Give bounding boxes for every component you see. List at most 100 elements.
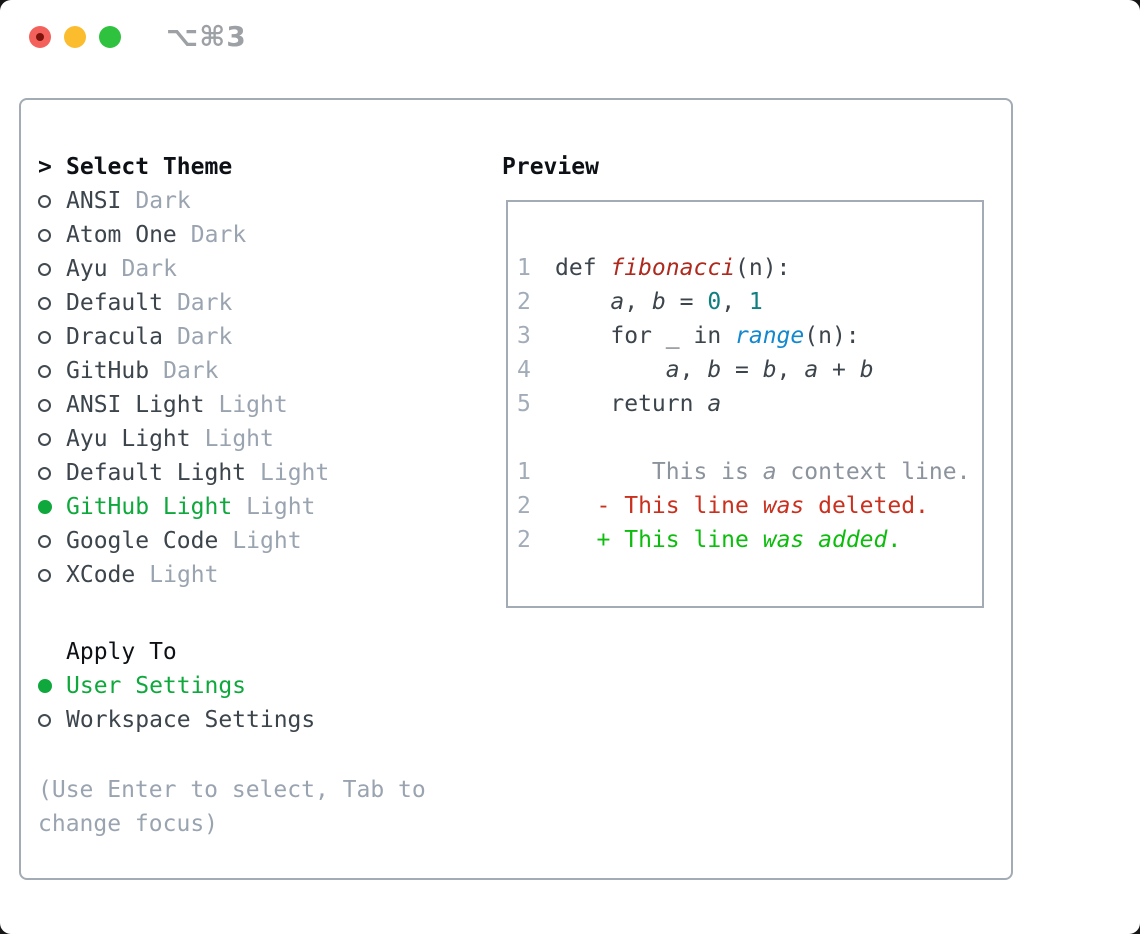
theme-item-ayu-light-light[interactable]: Ayu Light Light xyxy=(38,422,488,456)
line-content: return a xyxy=(555,391,722,417)
line-number: 2 xyxy=(517,289,531,315)
circle-outline-icon xyxy=(38,713,51,727)
theme-item-xcode-light[interactable]: XCode Light xyxy=(38,558,488,592)
line-number: 2 xyxy=(517,527,531,553)
close-dot-icon xyxy=(36,33,44,41)
code-line: 5 return a xyxy=(517,387,974,421)
radio-icon xyxy=(38,330,66,344)
line-content: + This line was added. xyxy=(555,527,902,553)
code-line: 1 This is a context line. xyxy=(517,455,974,489)
option-label: ANSI Light xyxy=(66,392,205,418)
option-label: Workspace Settings xyxy=(66,707,316,733)
apply-item-workspace-settings[interactable]: Workspace Settings xyxy=(38,703,488,737)
circle-outline-icon xyxy=(38,466,51,480)
filled-circle-icon xyxy=(38,500,52,514)
maximize-button[interactable] xyxy=(99,26,121,48)
option-label: XCode xyxy=(66,562,136,588)
option-label: Ayu Light xyxy=(66,426,191,452)
line-number: 1 xyxy=(517,459,531,485)
code-line: 2 + This line was added. xyxy=(517,523,974,557)
variant-tag: Light xyxy=(204,426,274,452)
line-content: for _ in range(n): xyxy=(555,323,860,349)
minimize-button[interactable] xyxy=(64,26,86,48)
circle-outline-icon xyxy=(38,262,51,276)
line-content: This is a context line. xyxy=(555,459,971,485)
apply-item-user-settings[interactable]: User Settings xyxy=(38,669,488,703)
line-number: 1 xyxy=(517,255,531,281)
option-label: Dracula xyxy=(66,324,163,350)
theme-item-github-dark[interactable]: GitHub Dark xyxy=(38,354,488,388)
option-label: Google Code xyxy=(66,528,219,554)
circle-outline-icon xyxy=(38,228,51,242)
code-line: 2 a, b = 0, 1 xyxy=(517,285,974,319)
preview-title: Preview xyxy=(502,154,599,180)
radio-selected-icon xyxy=(38,500,66,514)
circle-outline-icon xyxy=(38,568,51,582)
window-title: ⌥⌘3 xyxy=(166,20,247,53)
circle-outline-icon xyxy=(38,194,51,208)
titlebar: ⌥⌘3 xyxy=(0,0,1140,74)
variant-tag: Light xyxy=(232,528,302,554)
radio-selected-icon xyxy=(38,679,66,693)
code-line: 2 - This line was deleted. xyxy=(517,489,974,523)
code-line: 4 a, b = b, a + b xyxy=(517,353,974,387)
line-number: 2 xyxy=(517,493,531,519)
option-label: ANSI xyxy=(66,188,122,214)
circle-outline-icon xyxy=(38,432,51,446)
radio-icon xyxy=(38,228,66,242)
option-label: Default xyxy=(66,290,163,316)
option-label: Ayu xyxy=(66,256,108,282)
variant-tag: Dark xyxy=(163,358,219,384)
radio-icon xyxy=(38,296,66,310)
radio-icon xyxy=(38,432,66,446)
theme-item-google-code-light[interactable]: Google Code Light xyxy=(38,524,488,558)
variant-tag: Light xyxy=(246,494,316,520)
line-content: - This line was deleted. xyxy=(555,493,929,519)
keyboard-hint-text: (Use Enter to select, Tab to change focu… xyxy=(38,777,426,837)
variant-tag: Light xyxy=(260,460,330,486)
line-content: def fibonacci(n): xyxy=(555,255,791,281)
radio-icon xyxy=(38,398,66,412)
line-number: 3 xyxy=(517,323,531,349)
option-label: GitHub xyxy=(66,358,150,384)
theme-item-github-light-light[interactable]: GitHub Light Light xyxy=(38,490,488,524)
apply-to-title: Apply To xyxy=(66,639,177,665)
close-button[interactable] xyxy=(29,26,51,48)
radio-icon xyxy=(38,262,66,276)
focus-caret-icon: > xyxy=(38,154,52,180)
option-label: User Settings xyxy=(66,673,247,699)
radio-icon xyxy=(38,568,66,582)
radio-icon xyxy=(38,194,66,208)
apply-to-header: Apply To xyxy=(38,635,488,669)
option-label: Default Light xyxy=(66,460,247,486)
variant-tag: Dark xyxy=(176,324,233,350)
line-number: 4 xyxy=(517,357,531,383)
filled-circle-icon xyxy=(38,679,52,693)
select-theme-title: Select Theme xyxy=(66,154,233,180)
circle-outline-icon xyxy=(38,398,51,412)
theme-item-default-light-light[interactable]: Default Light Light xyxy=(38,456,488,490)
select-theme-header: > Select Theme xyxy=(38,150,488,184)
circle-outline-icon xyxy=(38,364,51,378)
option-label: GitHub Light xyxy=(66,494,233,520)
option-label: Atom One xyxy=(66,222,177,248)
variant-tag: Light xyxy=(149,562,219,588)
radio-icon xyxy=(38,534,66,548)
radio-icon xyxy=(38,466,66,480)
code-line: 3 for _ in range(n): xyxy=(517,319,974,353)
theme-item-dracula-dark[interactable]: Dracula Dark xyxy=(38,320,488,354)
radio-icon xyxy=(38,364,66,378)
code-line: 1 def fibonacci(n): xyxy=(517,251,974,285)
